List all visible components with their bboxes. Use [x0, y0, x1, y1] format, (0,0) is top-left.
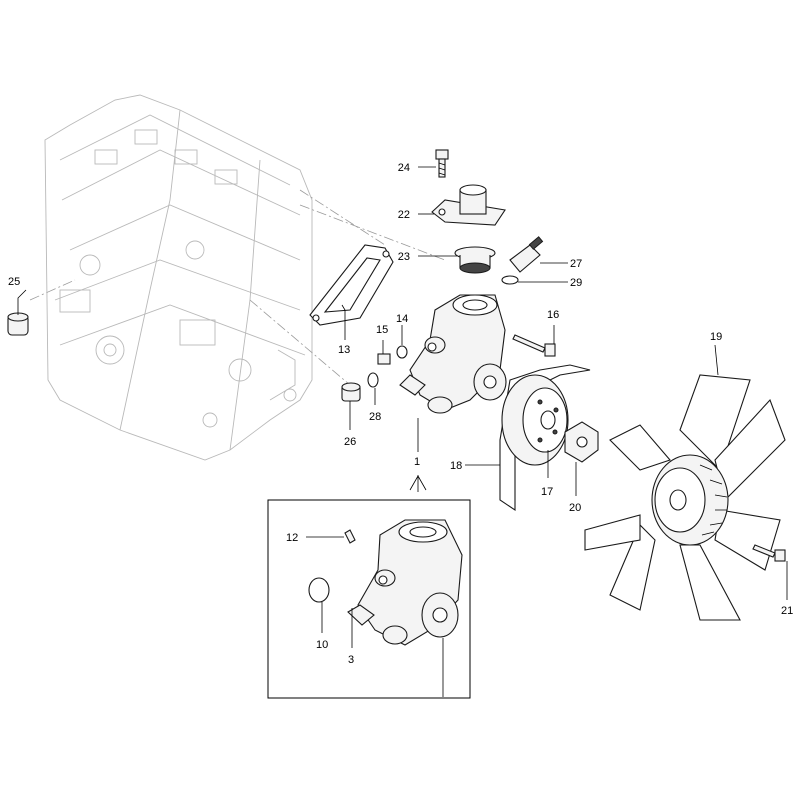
engine-block-illustration	[44, 94, 313, 461]
detail-box	[267, 499, 471, 699]
part-17-pulley	[501, 374, 569, 466]
part-21-bolt	[752, 544, 786, 562]
part-10-o-ring	[308, 577, 330, 603]
callout-28: 28	[369, 411, 381, 423]
part-24-bolt	[435, 149, 449, 178]
callout-14: 14	[396, 313, 408, 325]
callout-18: 18	[450, 460, 462, 472]
callout-15: 15	[376, 324, 388, 336]
callout-27: 27	[570, 258, 582, 270]
part-26-plug	[341, 382, 361, 402]
part-27-temperature-sensor	[509, 236, 544, 273]
callout-17: 17	[541, 486, 553, 498]
part-23-thermostat	[454, 246, 496, 274]
part-19-fan	[584, 374, 786, 621]
callout-12: 12	[286, 532, 298, 544]
part-3-pump-body	[347, 519, 463, 646]
part-22-thermostat-housing	[431, 184, 506, 226]
callout-21: 21	[781, 605, 793, 617]
part-20-spacer	[564, 421, 599, 463]
leader-lines	[17, 166, 788, 697]
part-15-bolt	[377, 353, 391, 365]
callout-1: 1	[414, 456, 420, 468]
part-25-plug	[7, 312, 29, 336]
part-28-washer	[367, 372, 379, 388]
callout-25: 25	[8, 276, 20, 288]
callout-10: 10	[316, 639, 328, 651]
callout-23: 23	[398, 251, 410, 263]
callout-29: 29	[570, 277, 582, 289]
part-13-gasket	[309, 244, 394, 326]
part-1-water-pump-assembly	[399, 294, 507, 414]
callout-16: 16	[547, 309, 559, 321]
callout-13: 13	[338, 344, 350, 356]
callout-3: 3	[348, 654, 354, 666]
alignment-lines	[29, 189, 446, 386]
callout-20: 20	[569, 502, 581, 514]
callout-22: 22	[398, 209, 410, 221]
part-16-bolt	[512, 334, 556, 357]
callout-26: 26	[344, 436, 356, 448]
part-29-o-ring	[501, 275, 519, 285]
part-14-washer	[396, 345, 408, 359]
callout-24: 24	[398, 162, 410, 174]
callout-19: 19	[710, 331, 722, 343]
part-12-bolt	[344, 529, 356, 544]
